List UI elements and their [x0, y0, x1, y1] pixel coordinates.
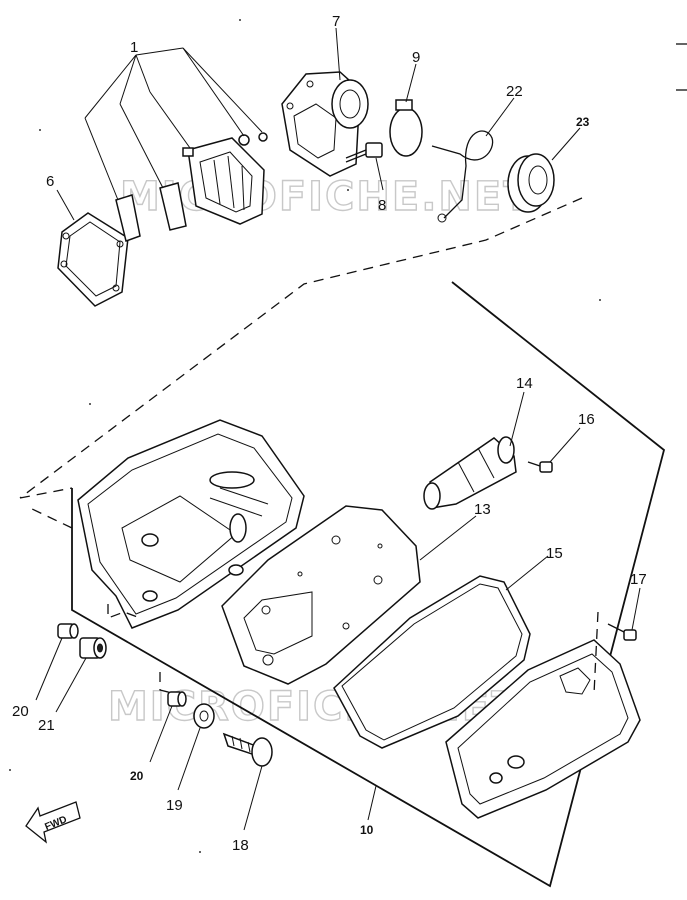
- callout-1: 1: [130, 39, 138, 56]
- reed-valve-assembly-1: [182, 132, 268, 225]
- forward-direction-arrow: FWD: [25, 801, 81, 844]
- washer-19: [193, 703, 215, 729]
- damper-20-lower: [167, 691, 187, 707]
- callout-23: 23: [576, 115, 590, 129]
- svg-text:FWD: FWD: [43, 814, 68, 833]
- callout-15: 15: [546, 545, 563, 562]
- callout-10: 10: [360, 823, 374, 837]
- plate-13: [221, 505, 421, 685]
- page-edge-marks: [676, 43, 687, 91]
- callout-13: 13: [474, 501, 491, 518]
- screw-17-alignment: [593, 611, 599, 695]
- alignment-line-upper: [19, 197, 583, 499]
- reed-petals: [115, 182, 187, 242]
- joint-23: [507, 153, 555, 213]
- bolt-8: [345, 142, 383, 163]
- intake-pipe-14: [423, 436, 517, 510]
- airbox-cover: [445, 639, 641, 819]
- callout-20-left: 20: [12, 703, 29, 720]
- bolt-18: [222, 732, 273, 767]
- intake-manifold-7: [281, 71, 369, 177]
- callout-17: 17: [630, 571, 647, 588]
- alignment-line-lower: [19, 487, 73, 529]
- element-15: [333, 575, 531, 749]
- damper-20-left: [57, 623, 79, 639]
- scan-specks: [9, 19, 601, 853]
- callout-7: 7: [332, 13, 340, 30]
- screw-16: [527, 461, 553, 473]
- callout-8: 8: [378, 197, 386, 214]
- callout-22: 22: [506, 83, 523, 100]
- collar-21: [79, 637, 107, 659]
- callout-9: 9: [412, 49, 420, 66]
- gasket-6: [57, 212, 129, 307]
- callout-18: 18: [232, 837, 249, 854]
- screw-17: [607, 623, 637, 641]
- callout-21: 21: [38, 717, 55, 734]
- callout-1-leaders: [84, 47, 263, 201]
- callout-19: 19: [166, 797, 183, 814]
- callout-16: 16: [578, 411, 595, 428]
- callout-6: 6: [46, 173, 54, 190]
- callout-20-lower: 20: [130, 769, 144, 783]
- callout-14: 14: [516, 375, 533, 392]
- hose-clamp-9: [389, 99, 423, 157]
- airbox-outline-10: [71, 281, 666, 888]
- spring-22: [431, 130, 494, 223]
- airbox-case: [77, 419, 305, 629]
- bracket-indicator: [107, 604, 177, 695]
